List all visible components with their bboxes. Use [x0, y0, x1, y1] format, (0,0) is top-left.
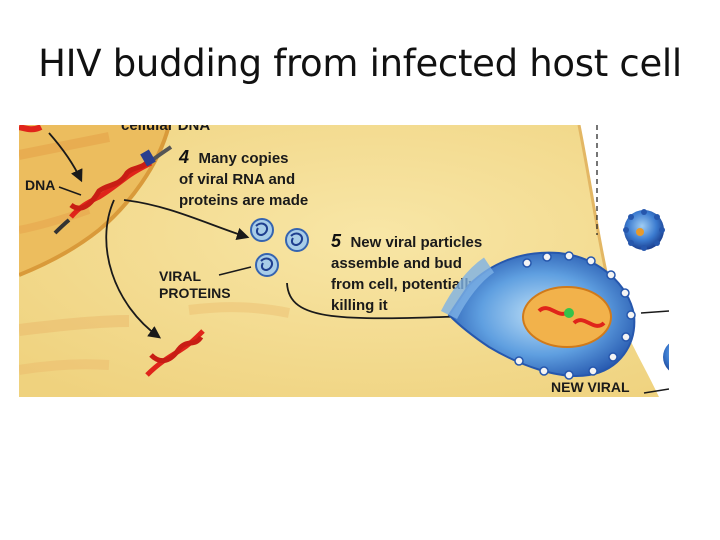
slide-title: HIV budding from infected host cell — [38, 42, 682, 85]
step4-number: 4 — [178, 147, 189, 167]
step4-text: 4 Many copies — [178, 147, 289, 167]
step5-line3: from cell, potentially — [331, 276, 478, 293]
step4-line2: of viral RNA and — [179, 171, 295, 188]
step5-line1: New viral particles — [350, 234, 482, 251]
lower-rna-strand — [145, 329, 205, 377]
step5-text: 5 New viral particles — [331, 231, 482, 251]
hiv-budding-diagram: cellular DNA DNA 4 Many copies of viral … — [19, 125, 669, 397]
host-dna-helix — [53, 145, 173, 235]
step5-number: 5 — [331, 231, 342, 251]
top-cut-label: cellular DNA — [121, 125, 210, 134]
arrow-to-rna — [123, 199, 250, 240]
arrow-to-lower-rna — [105, 199, 162, 339]
free-virus-2 — [663, 343, 669, 371]
step4-line3: proteins are made — [179, 192, 308, 209]
new-viral-label: NEW VIRAL — [551, 379, 630, 395]
dna-label: DNA — [25, 177, 55, 193]
viral-rna-cluster — [250, 218, 309, 277]
step4-line1: Many copies — [198, 150, 288, 167]
viral-proteins-line1: VIRAL — [159, 268, 201, 284]
top-red-dna — [19, 125, 43, 133]
step5-line4: killing it — [331, 297, 388, 314]
diagram-canvas: cellular DNA DNA 4 Many copies of viral … — [19, 125, 669, 397]
viral-enzyme — [564, 308, 574, 318]
free-virus-1 — [623, 209, 665, 251]
step5-line2: assemble and bud — [331, 255, 462, 272]
extracellular-space — [579, 125, 669, 397]
viral-rna-2 — [572, 318, 606, 328]
envelope-spikes — [514, 251, 636, 380]
arrow-to-budding — [286, 282, 506, 322]
viral-proteins-line2: PROTEINS — [159, 285, 231, 301]
